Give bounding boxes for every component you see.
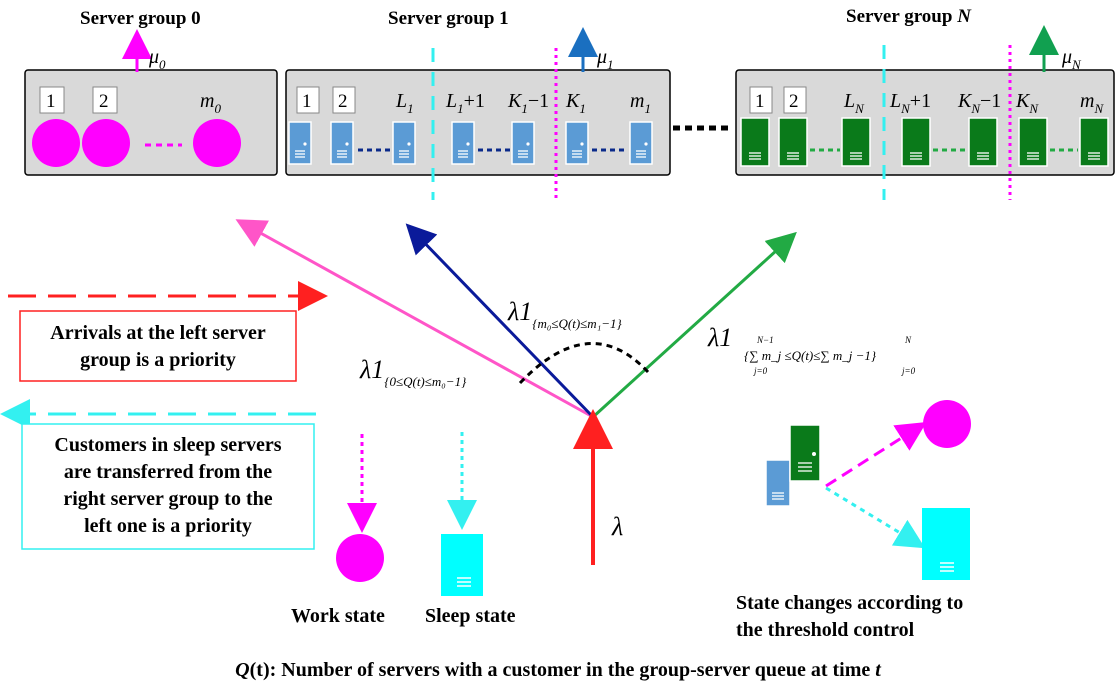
transfer-box	[21, 423, 315, 550]
route-label-group1: λ1{m₀≤Q(t)≤m₁−1}	[507, 297, 622, 331]
gN-server-LNp1	[901, 117, 931, 167]
group0-title: Server group 0	[80, 8, 201, 29]
gN-label-KNm1: KN−1	[957, 90, 1001, 116]
g1-server-K1	[565, 121, 589, 165]
g0-work-server-2	[82, 119, 130, 167]
gN-label-LNp1: LN+1	[889, 90, 931, 116]
sleep-state-icon	[441, 534, 483, 596]
g1-server-K1m1	[511, 121, 535, 165]
g1-slot-2-box	[332, 86, 356, 114]
left-priority-box	[19, 310, 297, 382]
g1-server-1	[288, 121, 312, 165]
g1-slot-2: 2	[338, 91, 348, 112]
g1-label-L1p1: L1+1	[445, 90, 485, 116]
route-arrow-groupN	[591, 231, 797, 419]
state-change-line1: State changes according to	[736, 592, 963, 614]
gN-server-1	[740, 117, 770, 167]
g1-slot-1: 1	[302, 91, 312, 112]
work-state-icon	[336, 534, 384, 582]
footer-definition: Q(t): Number of servers with a customer …	[235, 659, 882, 681]
svg-text:j=0: j=0	[901, 366, 916, 376]
gN-slot-1: 1	[755, 91, 765, 112]
svg-text:N: N	[904, 335, 912, 345]
gN-slot-1-box	[749, 86, 773, 114]
g0-slot-m0: m0	[200, 90, 221, 116]
g1-label-L1: L1	[395, 90, 414, 116]
g1-server-m1	[629, 121, 653, 165]
gN-slot-2: 2	[789, 91, 799, 112]
server-group-1-panel: μ1 1 2 L1 L1+1 K1−1 K1 m1	[285, 27, 671, 176]
muN-label: μN	[1061, 46, 1082, 72]
angle-arc	[518, 342, 650, 385]
state-change-line2: the threshold control	[736, 619, 915, 641]
route-arrow-group1	[405, 223, 595, 419]
left-priority-line2: group is a priority	[80, 349, 236, 371]
g0-slot-1-box	[39, 86, 65, 114]
state-change-work-icon	[923, 400, 971, 448]
gN-server-KNm1	[968, 117, 998, 167]
g0-slot-2-box	[92, 86, 118, 114]
g1-server-L1	[392, 121, 416, 165]
gN-label-LN: LN	[843, 90, 865, 116]
route-label-groupN: λ1 {∑ m_j ≤Q(t)≤∑ m_j −1} N−1 j=0 N j=0	[707, 323, 916, 376]
mu1-label: μ1	[596, 46, 614, 72]
mu0-label: μ0	[148, 46, 166, 72]
gN-server-mN	[1079, 117, 1109, 167]
g1-label-m1: m1	[630, 90, 651, 116]
svg-text:N−1: N−1	[756, 335, 774, 345]
gN-server-LN	[841, 117, 871, 167]
route-label-group0: λ1{0≤Q(t)≤m₀−1}	[359, 355, 467, 389]
transfer-line2: are transferred from the	[64, 461, 272, 483]
sleep-state-label: Sleep state	[425, 605, 516, 627]
lambda-label: λ	[611, 512, 623, 541]
g1-server-2	[330, 121, 354, 165]
gN-slot-2-box	[783, 86, 807, 114]
groupN-title: Server group N	[846, 6, 972, 27]
g1-label-K1: K1	[565, 90, 586, 116]
gN-label-mN: mN	[1080, 90, 1104, 116]
svg-text:j=0: j=0	[753, 366, 768, 376]
group1-title: Server group 1	[388, 8, 509, 29]
g1-label-K1m1: K1−1	[507, 90, 549, 116]
g0-work-server-1	[32, 119, 80, 167]
transfer-line1: Customers in sleep servers	[54, 434, 281, 456]
state-change-sleep-icon	[922, 508, 970, 580]
g0-slot-1: 1	[46, 91, 56, 112]
g1-server-L1p1	[451, 121, 475, 165]
svg-text:{∑ m_j ≤Q(t)≤∑ m_j −1}: {∑ m_j ≤Q(t)≤∑ m_j −1}	[744, 348, 877, 363]
gN-server-KN	[1018, 117, 1048, 167]
transfer-line3: right server group to the	[63, 488, 272, 510]
server-group-N-panel: μN 1 2 LN LN+1 KN−1 KN mN	[735, 25, 1115, 176]
left-priority-line1: Arrivals at the left server	[50, 322, 266, 344]
g1-slot-1-box	[296, 86, 320, 114]
g0-slot-2: 2	[99, 91, 109, 112]
gN-server-2	[778, 117, 808, 167]
work-state-label: Work state	[291, 605, 385, 627]
transfer-line4: left one is a priority	[84, 515, 252, 537]
server-group-0-panel: μ0 1 2 m0	[24, 29, 278, 176]
route-arrow-group0	[235, 219, 594, 419]
to-sleep-arrow	[825, 486, 926, 549]
gN-label-KN: KN	[1015, 90, 1039, 116]
state-change-server-icon	[765, 424, 821, 507]
svg-text:λ1: λ1	[707, 323, 732, 352]
g0-work-server-m0	[193, 119, 241, 167]
to-work-arrow	[825, 421, 927, 488]
